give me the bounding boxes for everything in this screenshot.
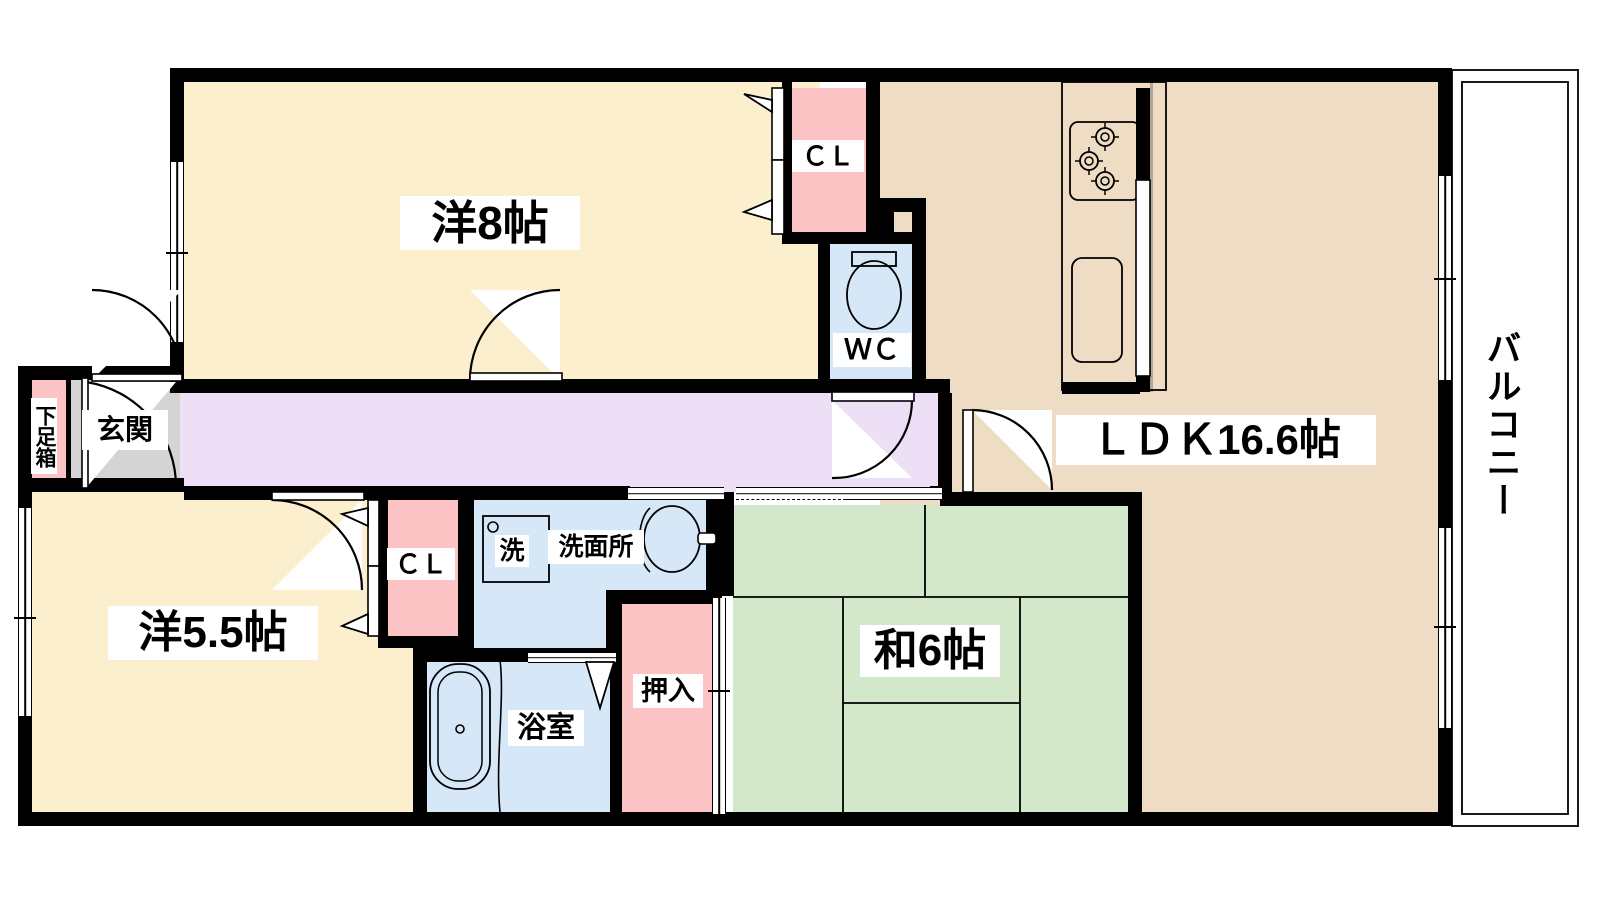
wall-bottom-mid [413, 812, 733, 826]
wall-left-room55-bottom [18, 714, 32, 826]
wall-cl-upper-left [782, 82, 792, 240]
wall-wc-left [818, 232, 830, 392]
wall-wc-nook [880, 232, 926, 244]
wall-tatami-top-right [940, 492, 1142, 506]
sliding-door-washroom[interactable] [628, 487, 724, 500]
wall-right-ldk-top [1438, 68, 1452, 178]
closet-lower-label: ＣＬ [387, 548, 455, 580]
sliding-door-washroom-b[interactable] [736, 487, 846, 500]
window-room55-left [18, 508, 32, 716]
wall-cl-lower-bottom [378, 636, 468, 648]
ldk-label: ＬＤＫ16.6帖 [1056, 415, 1376, 465]
wall-oshiire-left [610, 596, 622, 818]
hallway-fill [180, 393, 950, 492]
closet-upper-label: ＣＬ [792, 140, 864, 172]
door-bathroom[interactable] [528, 652, 616, 663]
wall-washroom-step [606, 590, 716, 604]
wall-cl-lower-right [458, 492, 474, 648]
wall-cl-upper-bottom [782, 232, 880, 244]
wall-cl-lower-left [378, 498, 388, 648]
wall-tatami-right [1128, 492, 1142, 826]
wall-left-room55-top [18, 478, 32, 510]
washing-machine-label: 洗 [495, 535, 529, 567]
wall-hallway-bottom-left [184, 486, 630, 500]
wall-hallway-top-right [820, 379, 950, 393]
washroom-label: 洗面所 [548, 530, 644, 564]
wall-hallway-ldk-divider [938, 393, 952, 498]
bathroom-label: 浴室 [508, 710, 584, 746]
window-tick-room8 [166, 252, 188, 254]
wall-genkan-left [18, 366, 32, 488]
wall-genkan-bottom [18, 478, 184, 492]
wall-bath-left [413, 648, 427, 826]
sliding-door-oshiire[interactable] [712, 598, 726, 814]
wall-cl-upper-right [866, 82, 880, 240]
toilet-wc-fill [828, 243, 916, 391]
western-room-5.5jo-label: 洋5.5帖 [108, 606, 318, 660]
western-room-8jo-label: 洋8帖 [400, 196, 580, 250]
wall-bottom-ldk [1130, 812, 1452, 826]
wall-left-room8-top [170, 68, 184, 163]
sliding-door-tick-oshiire [708, 690, 730, 692]
balcony-label: バルコニー [1481, 320, 1521, 530]
closet-oshiire-label: 押入 [633, 674, 703, 708]
wall-right-ldk-mid [1438, 378, 1452, 530]
wall-bottom-tatami [722, 812, 1142, 826]
wall-tatami-left-top [720, 492, 734, 596]
window-ldk-right-lower [1438, 528, 1452, 728]
fusuma-tatami[interactable] [846, 487, 942, 500]
window-tick-ldk-upper [1434, 278, 1456, 280]
japanese-room-6jo-label: 和6帖 [860, 625, 1000, 677]
wall-genkan-right-upper [170, 366, 184, 380]
wall-room8-bottom [170, 379, 820, 393]
wall-genkan-hall-div [66, 378, 71, 488]
toilet-wc-label: ＷＣ [833, 333, 911, 367]
wall-washroom-right [706, 492, 720, 596]
entrance-genkan-label: 玄関 [82, 410, 168, 450]
wall-top [170, 68, 1452, 82]
wall-genkan-top [18, 366, 184, 380]
washroom-fill-lower [474, 498, 614, 658]
wall-hallway-ldk-top [938, 393, 952, 407]
wall-bottom-left [18, 812, 420, 826]
shoe-box-label: 下足箱 [31, 398, 57, 474]
window-tick-room55 [14, 617, 36, 619]
wall-wc-right [912, 198, 926, 392]
wall-right-ldk-bottom [1438, 726, 1452, 826]
window-tick-ldk-lower [1434, 626, 1456, 628]
